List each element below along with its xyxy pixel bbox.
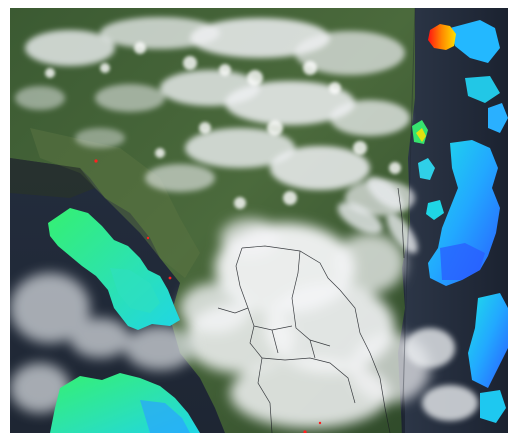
hotspot-yellow-patch [416,128,426,142]
cloud-mass-south [180,218,430,428]
cloud-speckles [45,42,401,209]
hotspot-overlay [428,24,456,50]
satellite-map[interactable] [10,8,508,433]
cloud-field-north [15,17,415,216]
gulf-water [10,158,95,198]
country-borders [217,187,405,433]
cloud-sea-west [10,273,195,413]
coastal-lowland [30,128,200,278]
fire-detections [94,159,322,433]
overlay-blob-west-inner [110,268,160,313]
map-canvas [10,8,508,433]
cloud-streaks-east [337,176,478,421]
swath-edge [401,8,416,433]
overlay-east-fringe [412,20,508,423]
overlay-blob-east-deep [440,243,485,280]
overlay-blob-southwest-blue [140,400,190,433]
